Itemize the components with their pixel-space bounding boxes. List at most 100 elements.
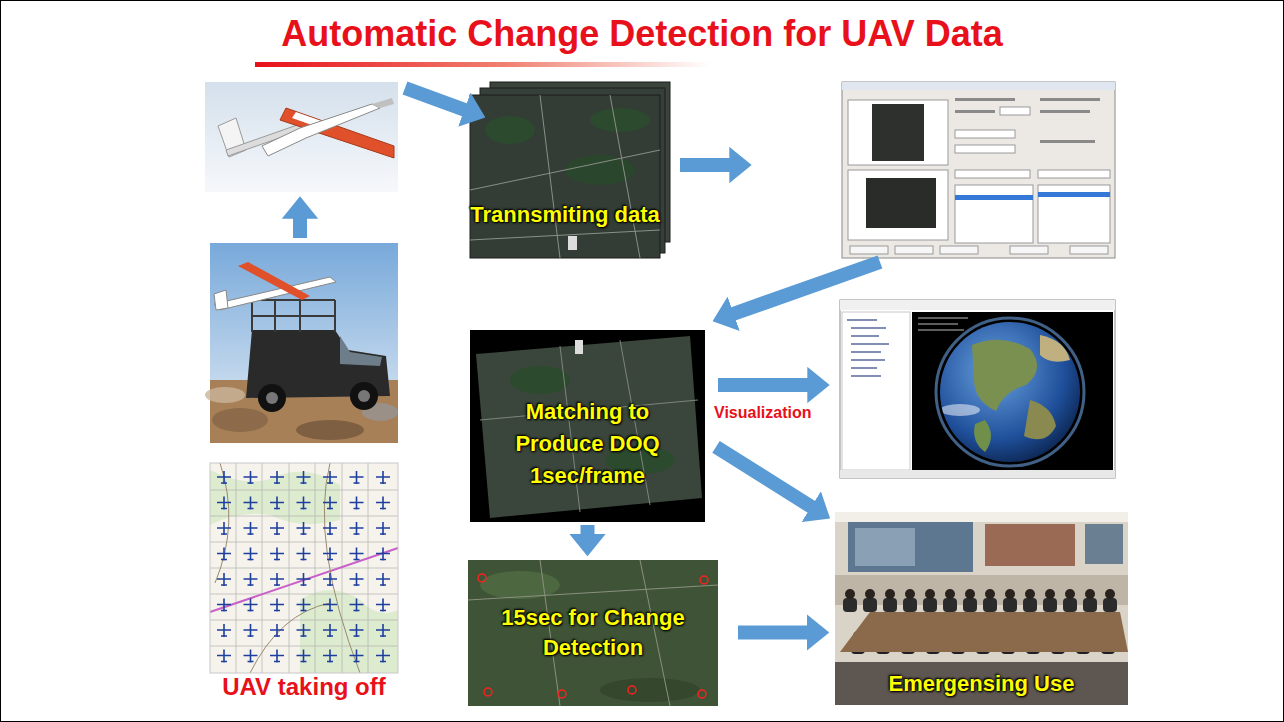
plane-waypoint-icon bbox=[376, 471, 390, 484]
flight-plan-map bbox=[210, 470, 340, 525]
change-detection-image bbox=[484, 688, 492, 696]
software-window bbox=[955, 130, 1015, 138]
software-window bbox=[848, 170, 948, 240]
truck-launch-photo bbox=[205, 243, 398, 443]
plane-waypoint-icon bbox=[244, 599, 258, 612]
plane-waypoint-icon bbox=[270, 471, 284, 484]
plane-waypoint-icon bbox=[350, 471, 364, 484]
globe-viewer-window bbox=[842, 312, 910, 470]
truck-launch-photo bbox=[340, 336, 382, 366]
panel-caption: UAV taking off bbox=[222, 672, 386, 702]
plane-waypoint-icon bbox=[297, 624, 311, 637]
plane-waypoint-icon bbox=[297, 573, 311, 586]
truck-launch-photo bbox=[266, 392, 278, 404]
truck-launch-photo bbox=[214, 290, 228, 310]
person-head bbox=[905, 589, 915, 599]
change-detection-image bbox=[478, 574, 486, 582]
truck-launch-photo bbox=[258, 384, 286, 412]
truck-launch-photo bbox=[296, 420, 364, 440]
flow-arrow bbox=[405, 88, 465, 110]
software-window bbox=[1038, 170, 1110, 178]
meeting-room-photo bbox=[835, 662, 1128, 705]
plane-waypoint-icon bbox=[244, 573, 258, 586]
globe-viewer-window bbox=[847, 320, 889, 376]
person-body bbox=[983, 598, 997, 612]
person-body bbox=[1043, 598, 1057, 612]
software-window bbox=[1040, 110, 1090, 113]
plane-waypoint-icon bbox=[270, 522, 284, 535]
person-body bbox=[1103, 598, 1117, 612]
flight-plan-map bbox=[215, 463, 360, 673]
orthophoto-image bbox=[480, 340, 698, 512]
plane-waypoint-icon bbox=[323, 599, 337, 612]
plane-waypoint-icon bbox=[323, 573, 337, 586]
truck-launch-photo bbox=[350, 382, 378, 410]
truck-launch-photo bbox=[252, 300, 335, 332]
plane-waypoint-icon bbox=[297, 497, 311, 510]
globe-viewer-window bbox=[840, 300, 1115, 478]
orthophoto-image bbox=[470, 330, 705, 522]
meeting-room-photo bbox=[840, 612, 1128, 652]
software-window bbox=[1070, 246, 1108, 254]
flight-plan-map bbox=[210, 463, 398, 673]
person bbox=[943, 589, 957, 612]
person-body bbox=[1023, 598, 1037, 612]
plane-waypoint-icon bbox=[270, 599, 284, 612]
plane-waypoint-icon bbox=[376, 548, 390, 561]
software-window bbox=[842, 82, 1115, 258]
plane-waypoint-icon bbox=[217, 624, 231, 637]
software-window bbox=[842, 82, 1115, 258]
person-body bbox=[1003, 598, 1017, 612]
image-stack bbox=[470, 82, 670, 258]
globe-viewer-window bbox=[972, 340, 1037, 411]
plane-waypoint-icon bbox=[323, 497, 337, 510]
change-detection-image bbox=[700, 576, 708, 584]
plane-waypoint-icon bbox=[350, 624, 364, 637]
plane-waypoint-icon bbox=[376, 522, 390, 535]
software-window bbox=[1040, 140, 1095, 143]
image-stack bbox=[568, 236, 577, 250]
plane-waypoint-icon bbox=[350, 650, 364, 663]
plane-waypoint-icon bbox=[244, 650, 258, 663]
plane-waypoint-icon bbox=[376, 497, 390, 510]
panel-caption: Trannsmiting data bbox=[470, 201, 659, 229]
plane-waypoint-icon bbox=[350, 497, 364, 510]
truck-launch-photo bbox=[238, 262, 310, 300]
plane-waypoint-icon bbox=[350, 522, 364, 535]
person-head bbox=[1045, 589, 1055, 599]
person-body bbox=[843, 598, 857, 612]
arrow-label: Visualization bbox=[712, 404, 814, 422]
truck-launch-photo bbox=[205, 387, 245, 403]
globe-viewer-window bbox=[974, 420, 991, 452]
photo-panel: Emergensing Use bbox=[835, 512, 1128, 705]
meeting-room-photo bbox=[1085, 524, 1123, 564]
software-window bbox=[866, 178, 936, 228]
meeting-room-photo bbox=[835, 512, 1128, 705]
orthophoto-image bbox=[510, 366, 570, 394]
globe-viewer-window bbox=[840, 300, 1115, 478]
person bbox=[1043, 589, 1057, 612]
plane-waypoint-icon bbox=[270, 497, 284, 510]
plane-waypoint-icon bbox=[270, 548, 284, 561]
flow-arrow bbox=[716, 447, 812, 507]
change-detection-image bbox=[698, 690, 706, 698]
person-head bbox=[945, 589, 955, 599]
panel-caption: 15sec for Change Detection bbox=[486, 603, 701, 662]
software-window bbox=[850, 246, 888, 254]
software-window bbox=[895, 246, 933, 254]
person bbox=[983, 589, 997, 612]
person bbox=[1023, 589, 1037, 612]
map-panel: UAV taking off bbox=[210, 463, 398, 706]
person-body bbox=[963, 598, 977, 612]
plane-waypoint-icon bbox=[323, 522, 337, 535]
person-body bbox=[863, 598, 877, 612]
globe-viewer-window bbox=[1040, 335, 1070, 362]
person-head bbox=[1005, 589, 1015, 599]
plane-waypoint-icon bbox=[297, 599, 311, 612]
plane-waypoint-icon bbox=[323, 548, 337, 561]
uav-photo bbox=[205, 82, 398, 192]
slide-title: Automatic Change Detection for UAV Data bbox=[0, 12, 1284, 55]
change-detection-image bbox=[600, 678, 700, 702]
plane-waypoint-icon bbox=[244, 497, 258, 510]
